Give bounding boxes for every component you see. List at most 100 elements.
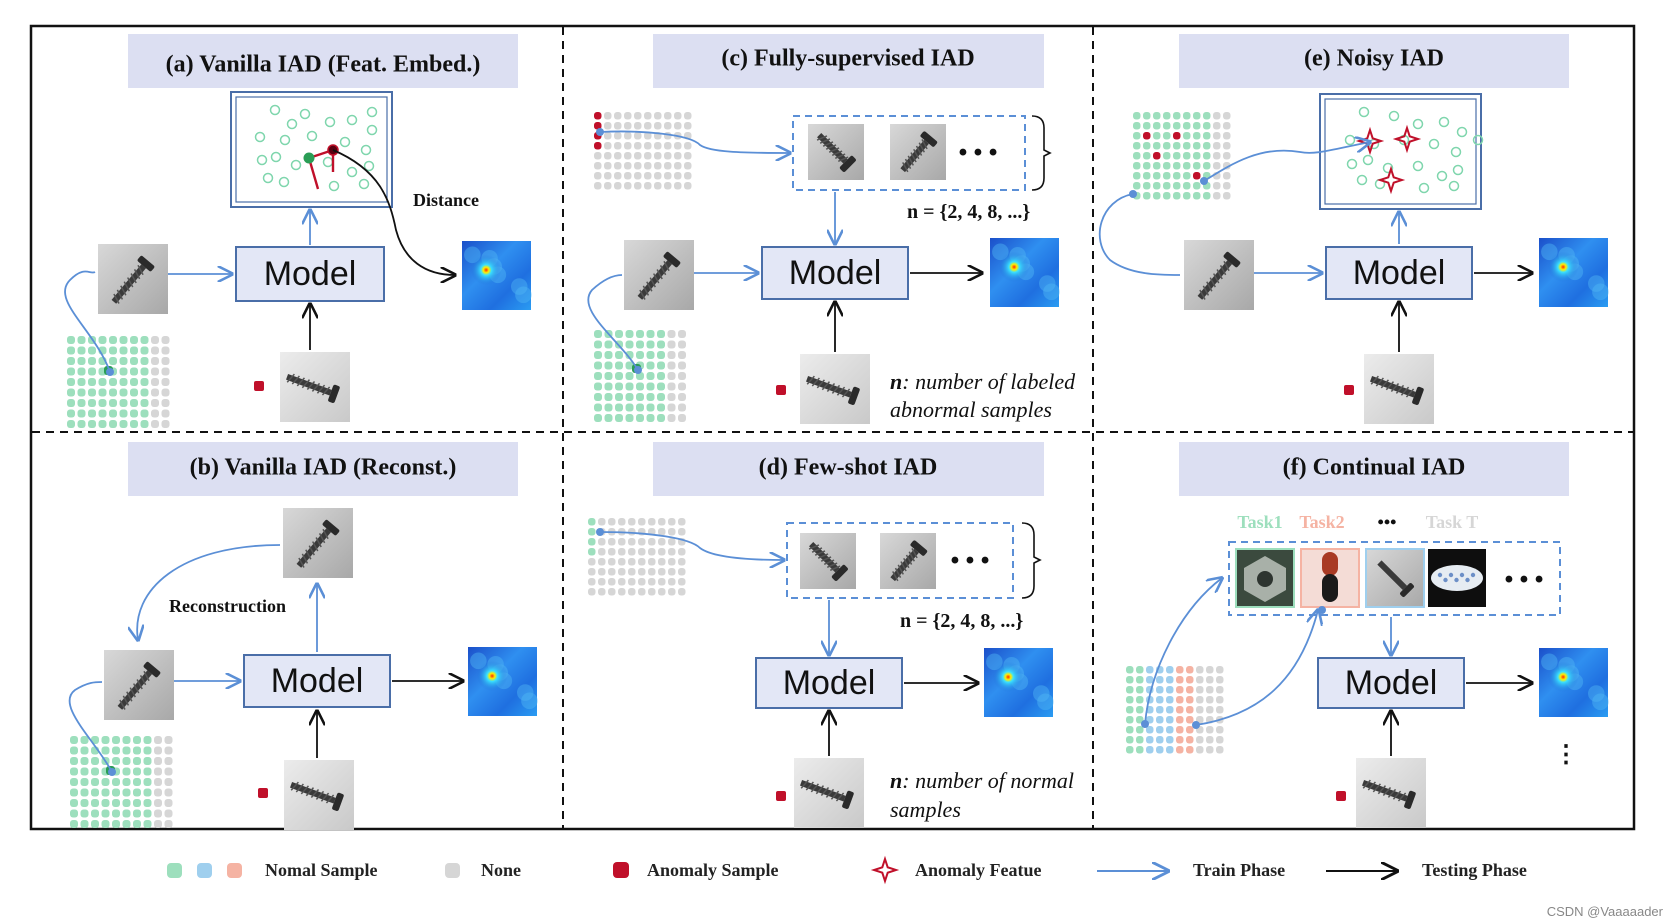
- panel-a-sample-grid-cell: [109, 378, 117, 386]
- panel-f-test-image-thread: [1367, 781, 1376, 791]
- panel-b-sample-grid-cell: [70, 767, 78, 776]
- panel-c-anomaly-grid-cell: [664, 112, 672, 120]
- panel-d-support-image-1-thread: [814, 550, 826, 556]
- panel-b-test-image-thread: [295, 783, 304, 793]
- panel-e-sample-grid-cell: [1193, 122, 1201, 130]
- panel-e-sample-grid-cell: [1133, 162, 1141, 170]
- panel-c-anomaly-grid-cell: [614, 162, 622, 170]
- panel-a-test-image: [280, 352, 350, 422]
- panel-c-train-image-thread: [656, 269, 663, 280]
- panel-a-sample-grid-cell: [67, 378, 75, 386]
- panel-a-sample-grid-cell: [161, 409, 170, 418]
- panel-a-test-image-thread: [316, 384, 326, 394]
- panel-c-anomaly-arrow: [599, 130, 790, 153]
- panel-f-task3-screw: [1377, 560, 1414, 597]
- panel-f-heatmap-blob: [1587, 685, 1605, 702]
- panel-d-sample-grid-cell: [598, 548, 606, 556]
- panel-b-test-image-head: [332, 792, 344, 811]
- panel-e-sample-grid-cell: [1203, 152, 1211, 160]
- panel-d-support-image-1-thread: [820, 556, 832, 562]
- panel-f-test-image: [1356, 758, 1426, 828]
- panel-e-sample-grid-cell: [1203, 132, 1211, 140]
- panel-f-sample-grid-cell: [1186, 666, 1194, 674]
- panel-e-test-image-thread: [1395, 384, 1405, 394]
- panel-e-sample-grid-cell: [1143, 192, 1151, 200]
- panel-f-sample-grid-cell: [1166, 686, 1174, 694]
- panel-b-heatmap-blob: [521, 692, 538, 710]
- panel-b-sample-grid-cell: [112, 778, 120, 786]
- panel-c-anomaly-grid-cell: [614, 112, 622, 120]
- panel-b-sample-grid-cell: [70, 746, 78, 755]
- panel-b-sample-grid-cell: [112, 746, 120, 755]
- panel-a-sample-grid-cell: [140, 336, 149, 344]
- panel-d-brace: [1021, 522, 1042, 599]
- panel-c-support-image-1: [808, 124, 864, 180]
- panel-b-sample-grid-cell: [80, 799, 89, 807]
- panel-c-sample-grid-cell: [667, 330, 676, 338]
- panel-a-feature-point: [254, 131, 266, 143]
- panel-c-heatmap-blob: [1038, 275, 1056, 292]
- panel-b-sample-grid-cell: [112, 799, 120, 807]
- panel-d-sample-grid-cell: [628, 538, 636, 546]
- panel-f-taskT-speck: [1470, 572, 1476, 578]
- panel-e-sample-grid-cell: [1183, 192, 1191, 200]
- panel-e-title: (e) Noisy IAD: [1179, 34, 1569, 88]
- panel-b-test-image: [284, 760, 354, 830]
- panel-f-sample-grid-cell: [1206, 706, 1214, 714]
- panel-a-test-image-thread: [286, 373, 295, 383]
- panel-b-sample-grid-cell: [133, 820, 141, 828]
- panel-a-feature-point: [358, 178, 370, 190]
- panel-f-model-box: Model: [1317, 657, 1465, 709]
- panel-c-sample-grid-cell: [667, 393, 676, 401]
- panel-c-train-image-head: [663, 251, 681, 268]
- panel-b-test-image-thread: [315, 790, 325, 800]
- panel-e-sample-grid-cell: [1153, 152, 1161, 160]
- panel-f-task1-hole: [1257, 571, 1273, 587]
- panel-c-sample-grid-cell: [615, 330, 623, 338]
- panel-c-sample-grid-cell: [636, 414, 644, 422]
- panel-d-ellipsis: • • •: [951, 547, 990, 574]
- panel-c-train-image: [624, 240, 694, 310]
- panel-f-task1-label: Task1: [1237, 512, 1282, 532]
- panel-f-sample-grid-cell: [1166, 666, 1174, 674]
- panel-e-test-image-thread: [1370, 375, 1379, 385]
- legend-none-label: None: [481, 860, 521, 880]
- panel-b-sample-grid-cell: [80, 746, 89, 755]
- panel-e-test-image-thread: [1385, 381, 1395, 391]
- panel-e-sample-grid: [1133, 112, 1231, 200]
- panel-f-sample-grid-cell: [1176, 736, 1184, 744]
- panel-b-test-image-thread: [290, 781, 299, 791]
- panel-f-sample-grid-cell: [1176, 706, 1184, 714]
- panel-e-sample-grid-cell: [1193, 192, 1201, 200]
- panel-d-sample-grid-cell: [618, 558, 626, 566]
- panel-d-sample-grid-cell: [658, 518, 666, 526]
- panel-c-anomaly-grid-cell: [594, 112, 602, 120]
- panel-c-sample-grid-cell: [604, 393, 613, 401]
- panel-a-sample-grid-cell: [151, 378, 159, 386]
- panel-a-sample-grid-cell: [77, 420, 86, 428]
- panel-d-sample-grid-cell: [588, 588, 596, 596]
- panel-d-test-image-screw: [800, 779, 854, 809]
- panel-f-sample-grid-cell: [1216, 676, 1224, 684]
- panel-d-sample-grid-cell: [668, 518, 676, 526]
- panel-d-support-image-2: [880, 533, 936, 589]
- panel-d-sample-grid-cell: [638, 588, 646, 596]
- panel-b-train-image-thread: [133, 683, 140, 694]
- panel-c-anomaly-grid-cell: [674, 122, 682, 130]
- panel-c-anomaly-grid-cell: [664, 152, 672, 160]
- panel-c-test-image-head: [848, 386, 860, 405]
- panel-a-sample-grid-cell: [119, 336, 128, 344]
- panel-c-model-box: Model: [761, 246, 909, 300]
- panel-a-sample-grid-cell: [161, 367, 170, 376]
- panel-e-sample-grid-cell: [1223, 122, 1231, 130]
- panel-b-sample-grid-cell: [133, 746, 141, 755]
- panel-c-anomaly-grid-cell: [644, 182, 652, 190]
- panel-b-sample-grid-cell: [154, 788, 162, 797]
- panel-a-train-image-screw: [111, 255, 155, 304]
- panel-e-feature-point: [1356, 174, 1368, 186]
- panel-f-task2-label: Task2: [1299, 512, 1344, 532]
- panel-d-sample-grid-cell: [608, 518, 616, 526]
- panel-b-sample-grid-cell: [91, 757, 99, 765]
- panel-a-sample-grid-cell: [88, 346, 96, 355]
- panel-a-feature-point: [360, 144, 372, 156]
